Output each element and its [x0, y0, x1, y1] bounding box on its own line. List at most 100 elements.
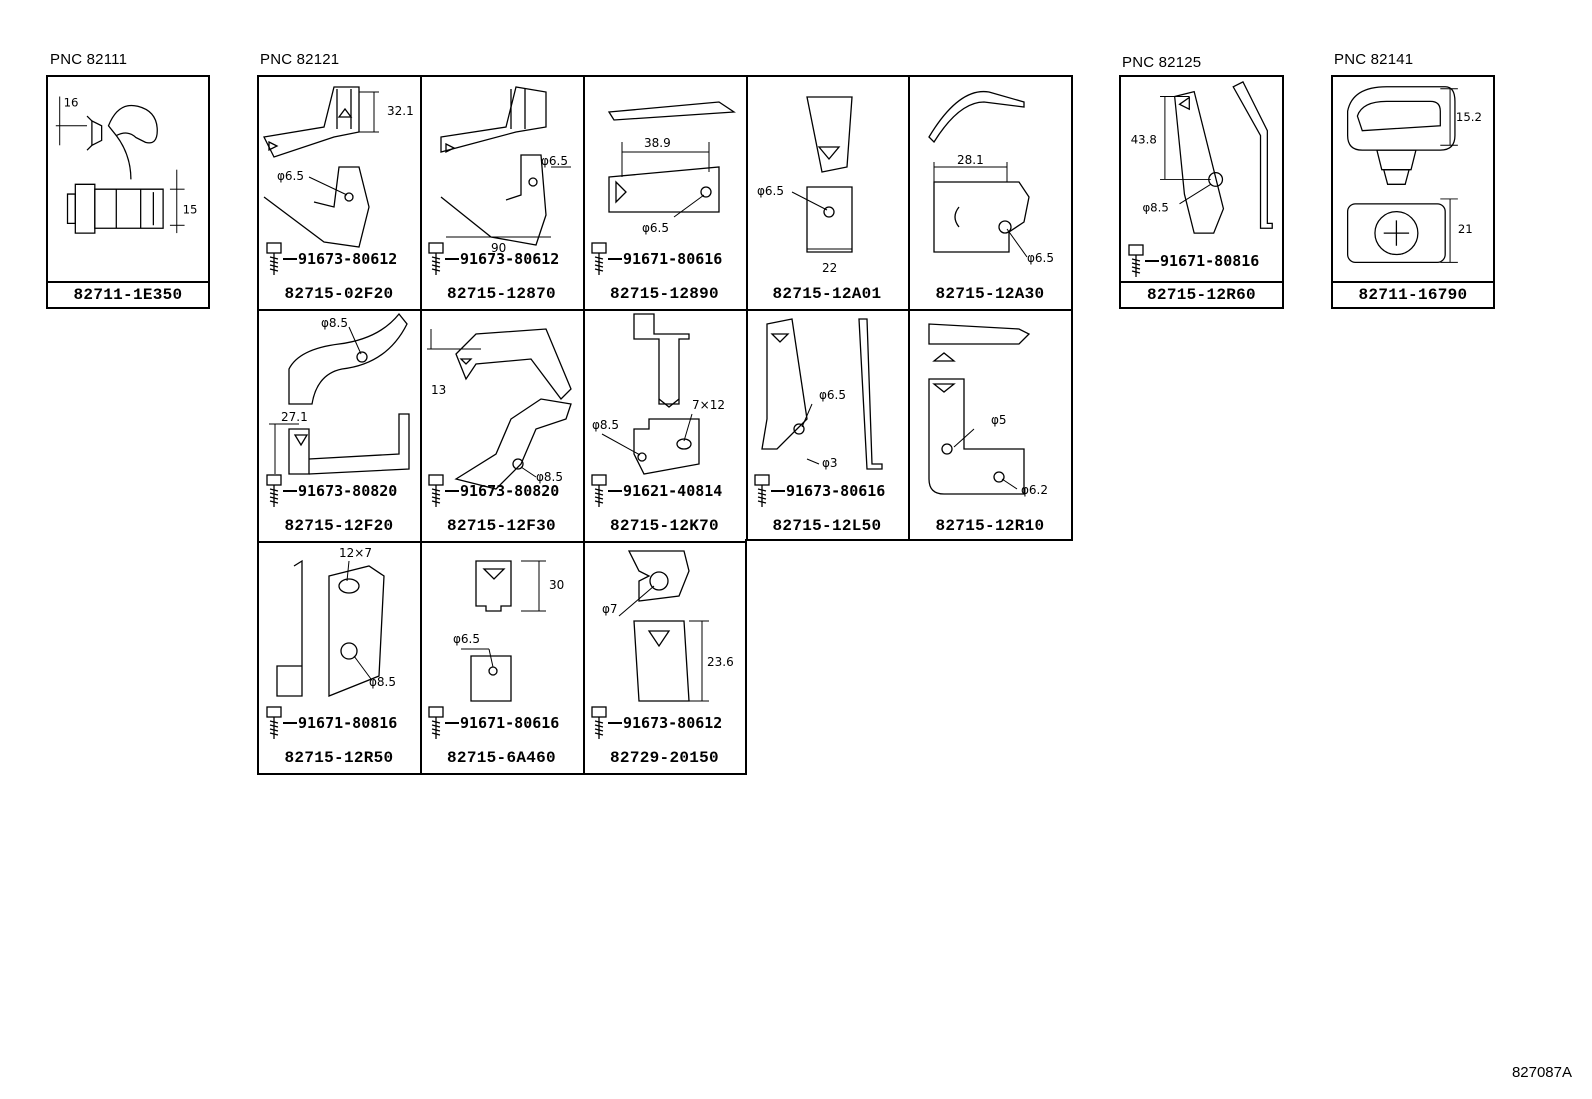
part-box-82141[interactable]: 15.2 21 82711-16790 [1331, 75, 1495, 309]
row-divider [48, 281, 208, 283]
dim-label: 38.9 [644, 136, 671, 150]
part-number[interactable]: 82715-12890 [610, 285, 719, 303]
bracket-drawing: 12×7 φ8.5 [276, 546, 396, 697]
part-cell-82715-12R10[interactable]: φ5 φ6.2 82715-12R10 [909, 309, 1071, 539]
dim-label: 12×7 [339, 546, 372, 560]
dim-label: 7×12 [692, 398, 725, 412]
dim-label: 22 [822, 261, 837, 275]
part-number[interactable]: 82715-12R60 [1147, 286, 1256, 304]
bolt-number: 91673-80612 [460, 250, 560, 268]
dim-label: φ6.5 [277, 169, 304, 183]
bolt-callout[interactable]: 91673-80820 [425, 473, 559, 509]
bracket-drawing: φ5 φ6.2 [928, 323, 1048, 497]
dim-15: 15 [183, 203, 198, 217]
bracket-drawing: 38.9 φ6.5 [607, 101, 736, 235]
part-cell-82715-12A01[interactable]: φ6.5 22 82715-12A01 [747, 77, 907, 307]
dim-label: 15.2 [1456, 110, 1482, 124]
part-number[interactable]: 82715-12F30 [447, 517, 556, 535]
dim-label: φ8.5 [321, 316, 348, 330]
clip-drawing: 16 15 [55, 95, 198, 234]
dim-label: 21 [1458, 222, 1473, 236]
part-cell-82715-6A460[interactable]: 30 φ6.5 91671-80616 82715-6A460 [421, 541, 582, 771]
figure-code: 827087A [1511, 1064, 1572, 1081]
row-divider [1121, 281, 1282, 283]
part-number[interactable]: 82715-12K70 [610, 517, 719, 535]
part-number[interactable]: 82715-12A01 [772, 285, 882, 303]
dim-label: φ8.5 [592, 418, 619, 432]
dim-label: φ6.5 [819, 388, 846, 402]
part-cell-82715-12R50[interactable]: 12×7 φ8.5 91671-80816 82715-12R50 [259, 541, 419, 771]
pnc-label-82141: PNC 82141 [1334, 51, 1414, 68]
dim-label: φ8.5 [1142, 201, 1168, 215]
bolt-number: 91671-80816 [1160, 252, 1260, 270]
part-number[interactable]: 82715-12R50 [284, 749, 394, 767]
grid-edge [257, 773, 747, 775]
part-cell-82715-12L50[interactable]: φ6.5 φ3 91673-80616 82715-12L50 [747, 309, 907, 539]
col-divider [583, 77, 585, 773]
bolt-callout[interactable]: 91621-40814 [588, 473, 722, 509]
dim-label: 43.8 [1131, 132, 1157, 146]
bolt-icon [266, 474, 282, 507]
dim-label: φ6.2 [1021, 483, 1048, 497]
bracket-drawing: φ6.5 φ3 [761, 318, 883, 470]
part-box-82111[interactable]: 16 15 82711-1E350 [46, 75, 210, 309]
dim-label: φ6.5 [642, 221, 669, 235]
part-cell-82715-02F20[interactable]: 32.1 φ6.5 91673-80612 82715-02F20 [259, 77, 419, 307]
bolt-icon [266, 242, 282, 275]
bolt-icon [428, 474, 444, 507]
bolt-icon [591, 242, 607, 275]
bolt-icon [591, 474, 607, 507]
part-box-82125[interactable]: 43.8 φ8.5 91671-80816 82715-12R60 [1119, 75, 1284, 309]
bracket-drawing: φ8.5 27.1 [269, 312, 410, 475]
pnc-label-82111: PNC 82111 [50, 51, 128, 68]
dim-label: φ6.5 [453, 632, 480, 646]
bolt-icon [266, 706, 282, 739]
dim-label: 28.1 [957, 153, 984, 167]
part-cell-82715-12870[interactable]: φ6.5 90 91673-80612 82715-12870 [421, 77, 582, 307]
bolt-number: 91671-80616 [460, 714, 560, 732]
part-number[interactable]: 82711-1E350 [73, 286, 183, 304]
part-cell-82715-12F30[interactable]: 13 φ8.5 91673-80820 82715-12F30 [421, 309, 582, 539]
dim-label: φ8.5 [536, 470, 563, 484]
part-number[interactable]: 82715-12F20 [284, 517, 394, 535]
part-cell-82729-20150[interactable]: φ7 23.6 91673-80612 82729-20150 [584, 541, 745, 771]
bolt-callout[interactable]: 91671-80816 [263, 705, 397, 741]
bracket-drawing: 28.1 φ6.5 [928, 90, 1054, 265]
part-number[interactable]: 82715-12R10 [935, 517, 1045, 535]
bolt-callout[interactable]: 91673-80820 [263, 473, 397, 509]
part-number[interactable]: 82715-12870 [447, 285, 556, 303]
dim-label: φ6.5 [757, 184, 784, 198]
part-cell-82715-12F20[interactable]: φ8.5 27.1 91673-80820 82715-12F20 [259, 309, 419, 539]
part-number[interactable]: 82729-20150 [610, 749, 719, 767]
bolt-callout[interactable]: 91673-80612 [588, 705, 722, 741]
clip-drawing: 15.2 21 [1346, 86, 1482, 263]
grid-edge [745, 539, 1073, 541]
part-number[interactable]: 82715-12A30 [935, 285, 1045, 303]
bolt-icon [428, 706, 444, 739]
bolt-number: 91673-80616 [786, 482, 886, 500]
dim-label: φ5 [991, 413, 1007, 427]
bracket-drawing: φ6.5 22 [757, 96, 853, 275]
part-number[interactable]: 82715-02F20 [284, 285, 394, 303]
bolt-callout[interactable]: 91673-80616 [751, 473, 885, 509]
part-number[interactable]: 82711-16790 [1358, 286, 1468, 304]
bolt-callout[interactable]: 91671-80616 [588, 241, 722, 277]
col-divider [420, 77, 422, 773]
bracket-drawing: 32.1 φ6.5 [263, 86, 414, 248]
part-number[interactable]: 82715-6A460 [447, 749, 556, 767]
bolt-callout[interactable]: 91673-80612 [263, 241, 397, 277]
bolt-callout[interactable]: 91671-80816 [1125, 243, 1259, 279]
dim-label: 32.1 [387, 104, 414, 118]
part-number[interactable]: 82715-12L50 [772, 517, 882, 535]
part-cell-82715-12K70[interactable]: 7×12 φ8.5 91621-40814 82715-12K70 [584, 309, 745, 539]
row-divider [259, 309, 1071, 311]
part-cell-82715-12A30[interactable]: 28.1 φ6.5 82715-12A30 [909, 77, 1071, 307]
bolt-number: 91673-80820 [298, 482, 398, 500]
bolt-callout[interactable]: 91671-80616 [425, 705, 559, 741]
grid-edge [745, 541, 747, 775]
part-cell-82715-12890[interactable]: 38.9 φ6.5 91671-80616 82715-12890 [584, 77, 745, 307]
bolt-callout[interactable]: 91673-80612 [425, 241, 559, 277]
bracket-drawing: 43.8 φ8.5 [1131, 81, 1273, 234]
bolt-icon [428, 242, 444, 275]
bracket-drawing: 13 φ8.5 [427, 328, 572, 490]
